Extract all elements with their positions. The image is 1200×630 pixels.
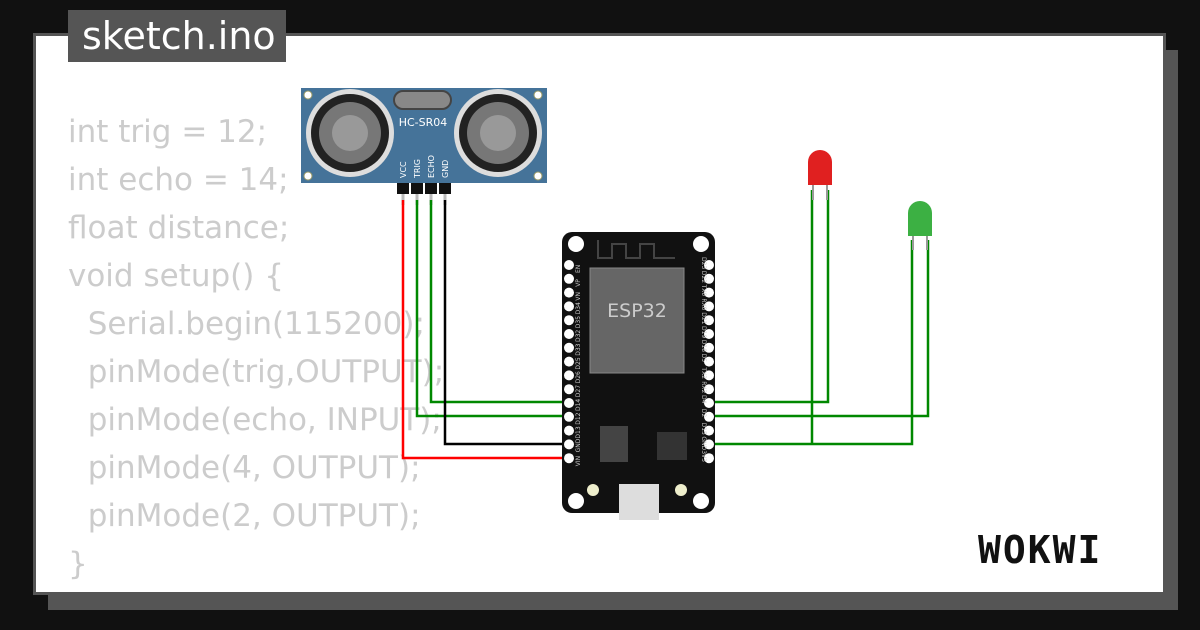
board-pin[interactable] xyxy=(704,384,714,395)
board-pin[interactable] xyxy=(564,329,574,339)
code-line: } xyxy=(68,546,88,582)
chip-label: ESP32 xyxy=(607,300,667,322)
board-pin[interactable] xyxy=(704,260,714,270)
code-line: pinMode(2, OUTPUT); xyxy=(68,498,421,534)
esp32-board: ESP32 ENVPVND34D35D32D33D25D26D27D14D12D… xyxy=(562,232,715,520)
board-pin[interactable] xyxy=(564,370,574,381)
board-pin-label: D27 xyxy=(575,385,582,397)
wire-d4-red-led xyxy=(709,190,830,404)
board-pin-label: D5 xyxy=(700,354,707,363)
board-pin-label: D34 xyxy=(575,302,582,314)
board-pin-label: D12 xyxy=(575,412,582,424)
board-pin[interactable] xyxy=(704,370,714,381)
board-pin-label: D4 xyxy=(700,395,707,404)
board-pin[interactable] xyxy=(704,287,714,298)
sensor-pin-label: ECHO xyxy=(427,155,436,178)
transducer-left-icon xyxy=(306,89,394,177)
board-pin-label: GND xyxy=(575,438,582,452)
board-pin[interactable] xyxy=(564,287,574,298)
board-pin-label: D18 xyxy=(700,340,707,352)
wire-trig xyxy=(415,200,569,418)
wire-echo xyxy=(429,200,569,404)
board-pin-label: VP xyxy=(575,279,582,287)
code-line: void setup() { xyxy=(68,258,284,294)
board-pin-label: D32 xyxy=(575,330,582,342)
wire-gnd-leds xyxy=(709,190,914,446)
board-pin[interactable] xyxy=(704,301,714,312)
sensor-label: HC-SR04 xyxy=(399,116,448,129)
sensor-pin-label: TRIG xyxy=(413,159,422,179)
code-line: pinMode(4, OUTPUT); xyxy=(68,450,421,486)
board-pin-label: D23 xyxy=(700,257,707,269)
wire-d2-green-led xyxy=(709,240,930,418)
hc-sr04-sensor: HC-SR04 VCC TRIG ECHO GND xyxy=(301,88,547,205)
board-pin-label: TX2 xyxy=(700,366,707,379)
code-line: Serial.begin(115200); xyxy=(68,306,425,342)
board-pin[interactable] xyxy=(564,453,574,464)
board-pin[interactable] xyxy=(704,273,714,284)
sensor-pin-label: VCC xyxy=(399,161,408,178)
board-pin-label: D26 xyxy=(575,371,582,383)
sensor-pin[interactable] xyxy=(425,183,437,194)
board-pin[interactable] xyxy=(564,411,574,422)
sensor-pin[interactable] xyxy=(411,183,423,194)
board-pin-label: D14 xyxy=(575,399,582,411)
wire-gnd xyxy=(443,200,569,446)
board-pin-label: D22 xyxy=(700,271,707,283)
board-pin[interactable] xyxy=(704,411,714,422)
board-pin[interactable] xyxy=(704,398,714,408)
code-line: pinMode(trig,OUTPUT); xyxy=(68,354,445,390)
board-pin[interactable] xyxy=(564,425,574,436)
board-pin-label: RX2 xyxy=(700,381,707,393)
board-pin-label: 3V3 xyxy=(700,450,707,462)
board-pin-label: D15 xyxy=(700,423,707,435)
led-red[interactable] xyxy=(808,150,832,200)
transducer-right-icon xyxy=(454,89,542,177)
board-pin-label: D21 xyxy=(700,312,707,324)
board-pin[interactable] xyxy=(564,384,574,395)
board-pin[interactable] xyxy=(704,425,714,436)
board-pin-label: TX0 xyxy=(700,284,707,297)
board-pin[interactable] xyxy=(704,453,714,464)
code-line: pinMode(echo, INPUT); xyxy=(68,402,442,438)
sensor-pin[interactable] xyxy=(397,183,409,194)
board-pin[interactable] xyxy=(564,273,574,284)
sensor-pin-label: GND xyxy=(441,160,450,178)
board-pin-label: VIN xyxy=(575,456,582,466)
board-pin[interactable] xyxy=(564,398,574,408)
code-line: int echo = 14; xyxy=(68,162,289,198)
board-pin-label: VN xyxy=(575,292,582,301)
wokwi-logo: WOKWI xyxy=(978,528,1103,572)
board-pin-label: D33 xyxy=(575,343,582,355)
file-tab: sketch.ino xyxy=(68,10,286,62)
code-preview: int trig = 12; int echo = 14; float distan… xyxy=(68,108,444,588)
board-pin-label: GND xyxy=(700,436,707,450)
board-pin-label: EN xyxy=(575,265,582,273)
board-pin[interactable] xyxy=(564,301,574,312)
board-pin[interactable] xyxy=(704,356,714,367)
board-pin-label: D2 xyxy=(700,409,707,418)
board-pin[interactable] xyxy=(564,356,574,367)
board-pin[interactable] xyxy=(564,342,574,353)
code-line: int trig = 12; xyxy=(68,114,268,150)
sensor-pin[interactable] xyxy=(439,183,451,194)
board-pin-label: D13 xyxy=(575,426,582,438)
board-pin-label: D35 xyxy=(575,316,582,328)
led-green[interactable] xyxy=(908,201,932,250)
board-pin-label: D25 xyxy=(575,357,582,369)
board-pin[interactable] xyxy=(704,329,714,339)
board-pin[interactable] xyxy=(704,315,714,326)
board-pin-label: RX0 xyxy=(700,298,707,310)
board-pin[interactable] xyxy=(564,315,574,326)
board-pin[interactable] xyxy=(704,439,714,450)
board-pin[interactable] xyxy=(564,260,574,270)
board-pin[interactable] xyxy=(704,342,714,353)
board-pin[interactable] xyxy=(564,439,574,450)
code-line: float distance; xyxy=(68,210,290,246)
board-pin-label: D19 xyxy=(700,326,707,338)
